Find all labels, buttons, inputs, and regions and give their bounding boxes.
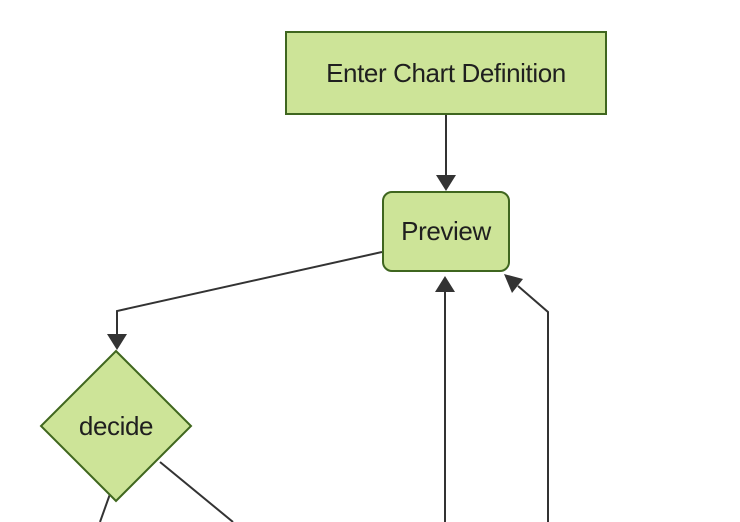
node-enter-chart-definition-label: Enter Chart Definition bbox=[326, 57, 566, 88]
node-decide-label: decide bbox=[78, 410, 154, 441]
arrowhead-into-preview-bottom-icon bbox=[435, 276, 455, 292]
node-preview: Preview bbox=[382, 191, 510, 272]
node-enter-chart-definition: Enter Chart Definition bbox=[285, 31, 607, 115]
arrowhead-into-preview-corner-icon bbox=[504, 274, 523, 293]
edge-decide-to-offscreen-right bbox=[159, 461, 234, 522]
arrowhead-into-preview-top-icon bbox=[436, 175, 456, 191]
node-preview-label: Preview bbox=[401, 216, 491, 246]
arrowhead-into-decide-top-icon bbox=[107, 334, 127, 350]
node-decide-label-wrap: decide bbox=[36, 350, 196, 502]
edge-decide-to-offscreen-left bbox=[99, 493, 111, 522]
edge-offscreen-right-to-preview bbox=[517, 285, 549, 522]
edge-preview-to-decide bbox=[116, 251, 383, 334]
